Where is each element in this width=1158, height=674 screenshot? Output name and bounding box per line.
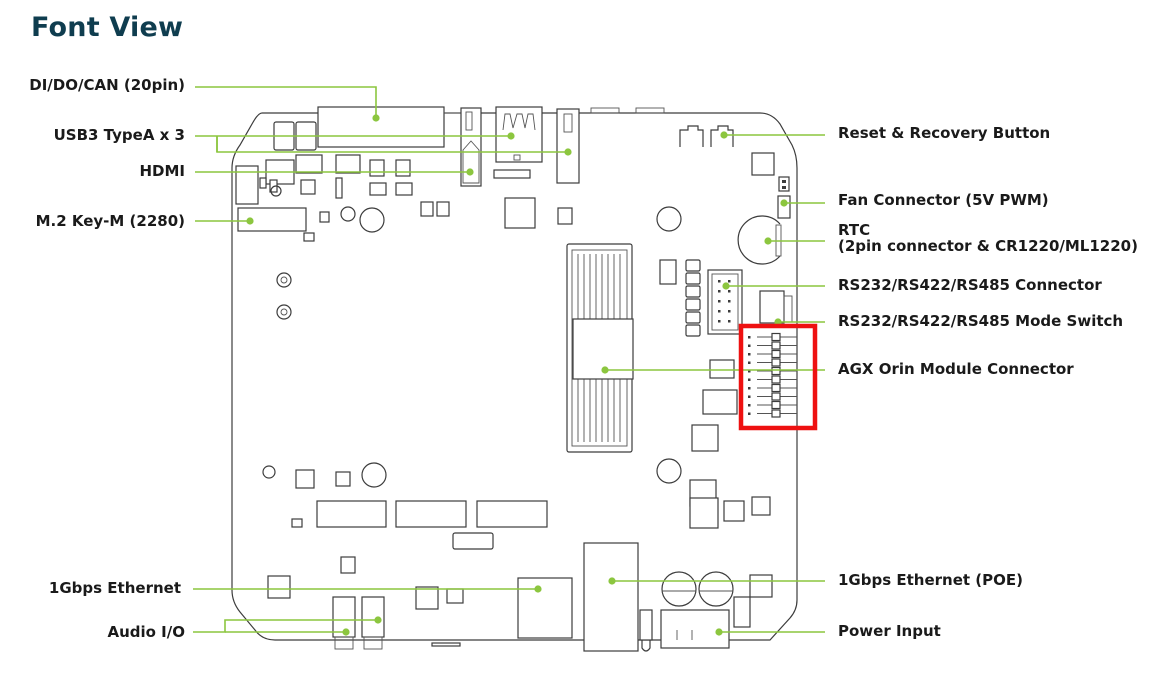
label-fan: Fan Connector (5V PWM): [838, 191, 1049, 209]
agx-strip-pad: [771, 349, 781, 359]
rs-connector-pin: [728, 280, 731, 283]
agx-strip-pad: [771, 332, 781, 342]
label-agx: AGX Orin Module Connector: [838, 360, 1074, 378]
agx-highlight-box: [738, 323, 818, 431]
label-rtc-line1: RTC: [838, 221, 871, 239]
rtc-battery-holder: [737, 215, 782, 265]
audio-jacks: [332, 596, 385, 650]
page-title: Font View: [31, 12, 184, 43]
inductor: [685, 285, 701, 298]
label-di-do-can: DI/DO/CAN (20pin): [29, 76, 185, 94]
agx-strip-dot: [748, 387, 751, 390]
leader-lines: [193, 86, 825, 633]
agx-strip-dot: [748, 353, 751, 356]
rs-connector-pin: [718, 320, 721, 323]
inductor: [685, 298, 701, 311]
usb3-port-vertical: [556, 108, 580, 184]
agx-strip-pad: [771, 341, 781, 350]
rs-connector-pin: [728, 300, 731, 303]
label-ethernet-poe: 1Gbps Ethernet (POE): [838, 571, 1023, 589]
agx-strip-dot: [748, 412, 751, 415]
label-power: Power Input: [838, 622, 941, 640]
rs-connector-pin: [718, 280, 721, 283]
agx-strip-pad: [771, 375, 781, 384]
label-rtc: RTC (2pin connector & CR1220/ML1220): [838, 222, 1138, 254]
label-hdmi: HDMI: [139, 162, 185, 180]
agx-strip-dot: [748, 370, 751, 373]
hdmi-port: [460, 107, 482, 187]
agx-strip-dot: [748, 378, 751, 381]
label-rtc-line2: (2pin connector & CR1220/ML1220): [838, 237, 1138, 255]
label-rs-connector: RS232/RS422/RS485 Connector: [838, 276, 1102, 294]
agx-strip-pad: [771, 392, 781, 401]
agx-strip-pad: [771, 366, 781, 376]
inductor: [685, 311, 701, 324]
ethernet-poe-jack: [583, 542, 639, 652]
agx-strip-dot: [748, 344, 751, 347]
rs-connector-pin: [728, 320, 731, 323]
rs-mode-switch: [759, 290, 793, 324]
fan-connector: [777, 176, 791, 219]
rs-connector-pin: [728, 310, 731, 313]
agx-strip-pad: [771, 358, 781, 367]
agx-orin-module-socket: [566, 243, 634, 453]
usb3-port-main: [495, 106, 543, 163]
rs-connector-pin: [718, 310, 721, 313]
inductor: [685, 324, 701, 337]
agx-strip-pad: [771, 383, 781, 393]
reset-recovery-buttons: [679, 125, 734, 147]
m2-slot: [237, 207, 307, 232]
leader-dots: [246, 114, 788, 636]
label-m2: M.2 Key-M (2280): [35, 212, 185, 230]
agx-strip-dot: [748, 336, 751, 339]
rs-connector-pin: [718, 300, 721, 303]
label-rs-switch: RS232/RS422/RS485 Mode Switch: [838, 312, 1124, 330]
di-do-can-connector: [317, 106, 445, 148]
label-reset: Reset & Recovery Button: [838, 124, 1051, 142]
label-ethernet: 1Gbps Ethernet: [48, 579, 181, 597]
inductor: [685, 272, 701, 285]
rs-connector-pin: [728, 290, 731, 293]
label-usb3: USB3 TypeA x 3: [53, 126, 185, 144]
agx-strip-pad: [771, 409, 781, 418]
rs-connector: [707, 269, 743, 335]
agx-strip-dot: [748, 361, 751, 364]
label-audio: Audio I/O: [107, 623, 185, 641]
ethernet-jack: [517, 577, 573, 639]
inductor: [685, 259, 701, 272]
rs-connector-pin: [718, 290, 721, 293]
agx-strip-dot: [748, 404, 751, 407]
agx-strip-dot: [748, 395, 751, 398]
agx-strip-pad: [771, 400, 781, 410]
